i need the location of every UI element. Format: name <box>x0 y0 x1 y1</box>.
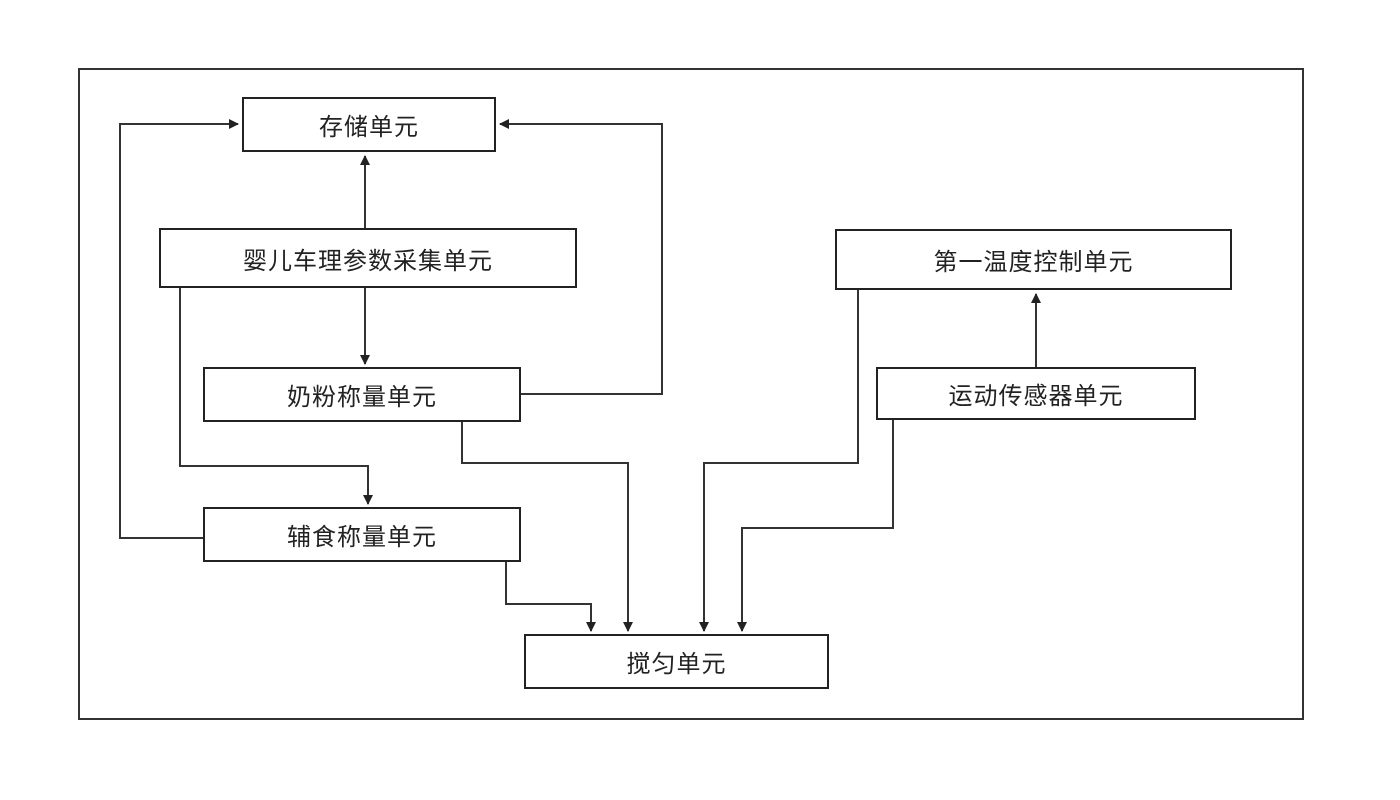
diagram-frame <box>78 68 1304 720</box>
food-weigh-unit-label: 辅食称量单元 <box>287 523 437 551</box>
storage-unit-label: 存储单元 <box>319 113 419 141</box>
stroller-param-unit-label: 婴儿车理参数采集单元 <box>243 246 493 275</box>
first-temp-control-unit-box: 第一温度控制单元 <box>835 229 1232 290</box>
arrow-temp-to-mix <box>699 290 859 632</box>
arrow-milk-to-storage <box>499 119 663 395</box>
stroller-param-unit-box: 婴儿车理参数采集单元 <box>159 228 577 288</box>
arrow-motion-to-mix <box>737 420 894 632</box>
milk-weigh-unit-box: 奶粉称量单元 <box>203 367 521 422</box>
mix-unit-box: 搅匀单元 <box>524 634 829 689</box>
first-temp-control-unit-label: 第一温度控制单元 <box>933 248 1134 276</box>
food-weigh-unit-box: 辅食称量单元 <box>203 507 521 562</box>
arrow-milk-to-mix <box>461 422 633 632</box>
arrow-stroller-to-food <box>179 288 373 505</box>
storage-unit-box: 存储单元 <box>242 97 496 152</box>
milk-weigh-unit-label: 奶粉称量单元 <box>287 383 437 411</box>
motion-sensor-unit-box: 运动传感器单元 <box>876 367 1196 420</box>
mix-unit-label: 搅匀单元 <box>626 650 727 678</box>
motion-sensor-unit-label: 运动传感器单元 <box>948 382 1124 410</box>
arrow-food-to-mix <box>505 562 596 632</box>
arrow-food-to-storage <box>119 119 239 539</box>
